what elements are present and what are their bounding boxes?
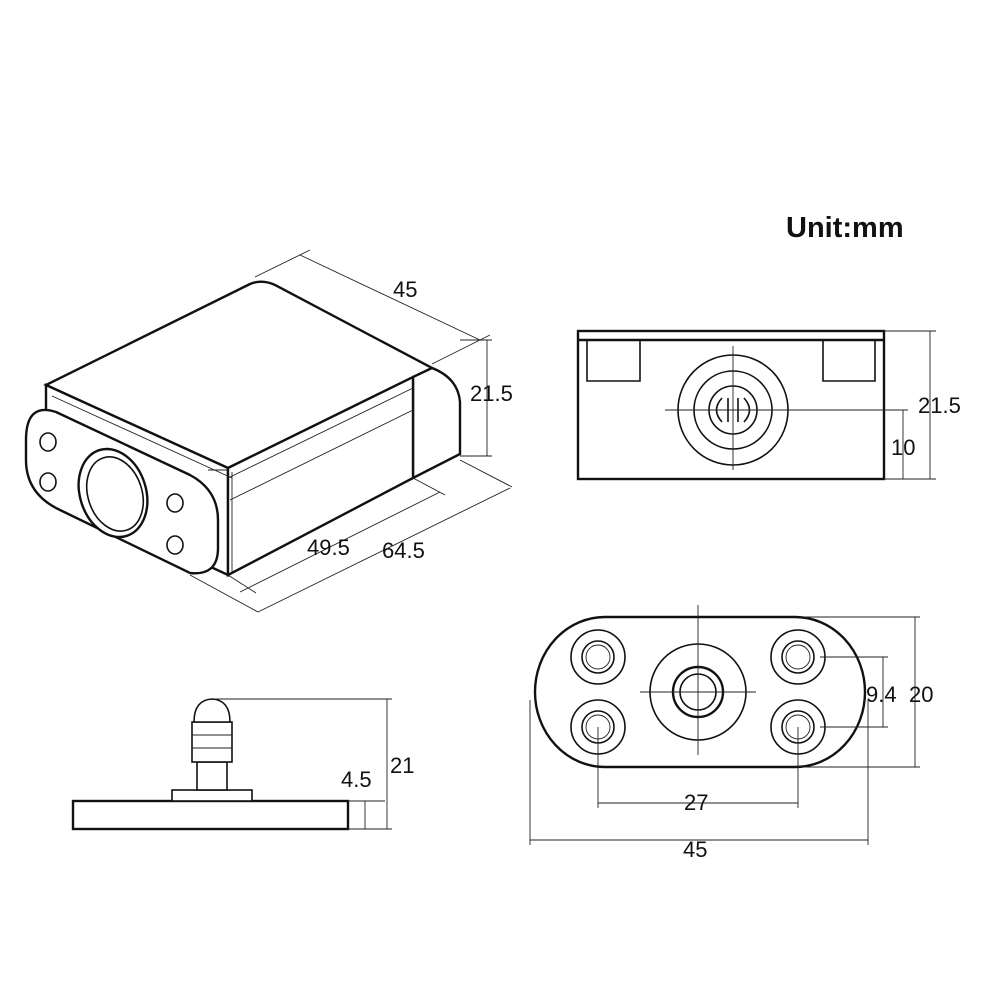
iso-hole-icon	[166, 493, 184, 513]
plate-hole-icon	[570, 629, 626, 685]
iso-lens-inner	[85, 456, 145, 532]
iso-back-corner	[411, 366, 462, 480]
dim-side-base-thickness: 4.5	[341, 767, 372, 792]
iso-top-face	[43, 280, 435, 470]
side-base-plate	[71, 799, 350, 831]
side-view: 21 4.5	[71, 698, 414, 831]
iso-hole-icon	[166, 535, 184, 555]
dim-plate-width: 45	[683, 837, 707, 862]
isometric-view: 45 21.5 49.5 64.5	[24, 249, 513, 613]
front-outline	[576, 329, 886, 481]
plate-view: 9.4 20 27 45	[529, 605, 933, 862]
dim-front-height: 21.5	[918, 393, 961, 418]
dim-plate-hole-vspacing: 9.4	[866, 682, 897, 707]
dim-iso-height: 21.5	[470, 381, 513, 406]
dim-plate-hole-hspacing: 27	[684, 790, 708, 815]
front-view: 21.5 10	[576, 329, 961, 481]
iso-hole-icon	[39, 432, 57, 452]
dim-plate-height: 20	[909, 682, 933, 707]
dim-front-center-height: 10	[891, 435, 915, 460]
dim-iso-depth-body: 49.5	[307, 535, 350, 560]
dim-iso-depth-total: 64.5	[382, 538, 425, 563]
unit-label: Unit:mm	[786, 212, 904, 244]
dim-side-height: 21	[390, 753, 414, 778]
dim-iso-width: 45	[393, 277, 417, 302]
iso-hole-icon	[39, 472, 57, 492]
